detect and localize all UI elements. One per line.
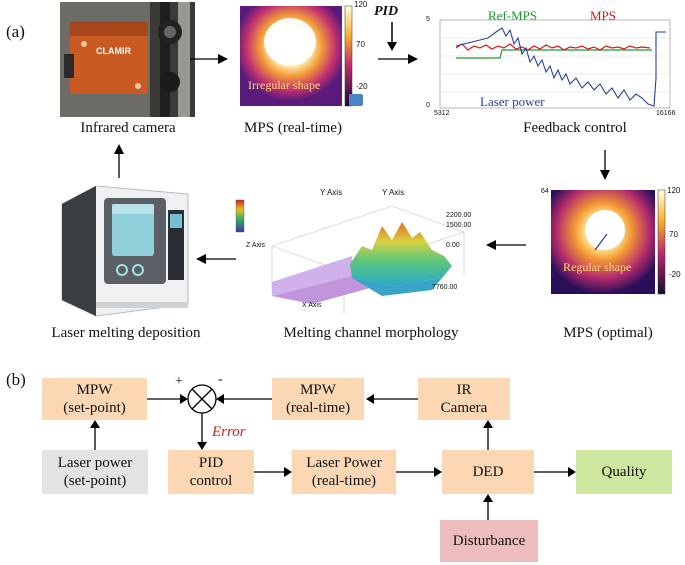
ir-camera-line2: Camera [440, 400, 488, 416]
laser-setpoint-line2: (set-point) [63, 473, 127, 489]
quality-label: Quality [601, 464, 647, 480]
morph-y-axis-label-2: Y Axis [382, 188, 405, 197]
mps-opt-annotation: Regular shape [563, 260, 632, 274]
error-label: Error [212, 424, 246, 440]
ir-camera-line1: IR [456, 382, 472, 398]
pid-control-line2: control [189, 473, 233, 489]
ref-mps-label: Ref-MPS [488, 8, 538, 23]
panel-b-label: (b) [6, 370, 26, 389]
ded-label: DED [472, 464, 504, 480]
caption-infrared-camera: Infrared camera [80, 120, 176, 136]
pid-label: PID [374, 4, 399, 19]
panel-a-label: (a) [6, 22, 25, 41]
box-disturbance: Disturbance [440, 520, 538, 562]
arrow-mps-to-feedback [378, 54, 418, 64]
mpw-setpoint-line1: MPW [76, 382, 113, 398]
morph-y-axis-label: Y Axis [320, 188, 343, 197]
laser-realtime-line1: Laser Power [306, 455, 382, 471]
mps-optimal-heatmap: 120 70 -20 64 Regular shape [525, 186, 685, 311]
morph-x-axis-label: X Axis [302, 302, 322, 309]
disturbance-label: Disturbance [452, 533, 526, 549]
morph-tick-0: 0.00 [446, 242, 460, 249]
laser-setpoint-line1: Laser power [57, 455, 133, 471]
arrow-feedback-to-optimal [600, 150, 610, 180]
box-ded: DED [442, 450, 534, 494]
infrared-camera-image: CLAMIR [60, 2, 195, 117]
laser-realtime-line2: (real-time) [311, 473, 377, 489]
caption-mps-optimal: MPS (optimal) [563, 325, 653, 341]
laser-melting-machine-image [56, 180, 194, 318]
morph-tick-7760: 7760.00 [432, 284, 458, 291]
caption-laser-melting-deposition: Laser melting deposition [51, 325, 201, 341]
arrow-machine-to-camera [114, 144, 124, 178]
laser-power-label: Laser power [480, 94, 545, 109]
mps-opt-cbar-max: 120 [667, 186, 681, 195]
camera-brand-label: CLAMIR [96, 46, 131, 56]
fb-y-tick-0: 0 [426, 102, 430, 109]
melting-channel-3d-plot: Y Axis Y Axis Z Axis X Axis 2200.00 1500… [232, 186, 484, 314]
mpw-realtime-line2: (real-time) [285, 400, 351, 416]
box-laser-power-setpoint: Laser power (set-point) [42, 450, 148, 494]
morph-tick-2200: 2200.00 [446, 212, 472, 219]
feedback-control-chart: Ref-MPS MPS Laser power 5 0 5312 16166 [420, 8, 682, 122]
pid-down-arrow [387, 22, 397, 51]
mps-opt-cbar-mid: 70 [669, 230, 678, 239]
fb-x-tick-last: 16166 [656, 110, 676, 117]
mpw-realtime-line1: MPW [300, 382, 336, 398]
mps-realtime-heatmap: 120 70 -20 Irregular shape [228, 0, 378, 117]
box-quality: Quality [576, 450, 672, 494]
arrow-morphology-to-machine [196, 254, 236, 264]
caption-melting-channel: Melting channel morphology [283, 325, 459, 341]
mpw-setpoint-line2: (set-point) [63, 400, 126, 416]
mps-rt-cbar-min: -20 [356, 82, 368, 91]
mps-opt-y-top: 64 [541, 188, 549, 195]
block-diagram-connectors [90, 384, 576, 520]
mps-rt-cbar-mid: 70 [356, 40, 365, 49]
box-ir-camera: IR Camera [418, 378, 510, 420]
mps-label: MPS [590, 8, 617, 23]
mps-rt-cbar-max: 120 [354, 0, 368, 9]
junction-minus-sign: - [218, 372, 223, 387]
morph-z-axis-label: Z Axis [246, 242, 266, 249]
arrow-camera-to-mps [190, 54, 228, 64]
pid-control-line1: PID [198, 455, 224, 471]
mps-opt-cbar-min: -20 [669, 270, 681, 279]
box-mpw-setpoint: MPW (set-point) [42, 378, 147, 420]
caption-feedback-control: Feedback control [523, 120, 627, 136]
fb-y-tick-5: 5 [426, 16, 430, 23]
mps-rt-annotation: Irregular shape [248, 78, 321, 92]
arrow-optimal-to-morphology [486, 240, 526, 250]
fb-x-tick-first: 5312 [434, 110, 450, 117]
morph-tick-1500: 1500.00 [446, 222, 472, 229]
junction-plus-sign: + [175, 374, 183, 389]
box-mpw-realtime: MPW (real-time) [272, 378, 364, 420]
caption-mps-realtime: MPS (real-time) [244, 120, 342, 136]
box-pid-control: PID control [168, 450, 254, 494]
box-laser-power-realtime: Laser Power (real-time) [292, 450, 396, 494]
